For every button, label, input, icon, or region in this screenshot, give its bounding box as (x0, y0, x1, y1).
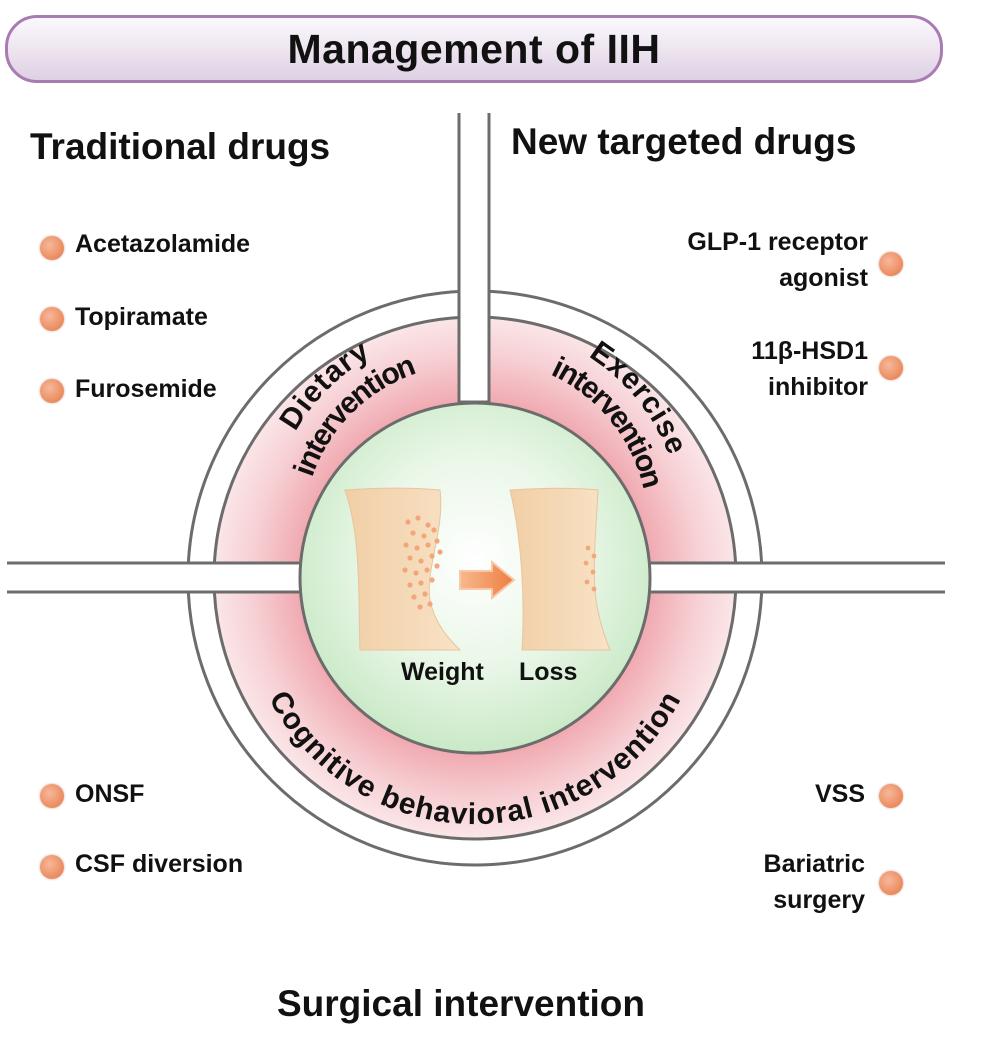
fat-dot (591, 586, 597, 592)
drug-11bhsd1-line2: inhibitor (768, 373, 868, 401)
fat-dot (424, 567, 430, 573)
drug-glp1-line2: agonist (779, 264, 868, 292)
fat-dot (437, 549, 443, 555)
fat-dot (413, 570, 419, 576)
fat-dot (590, 569, 596, 575)
weight-label: Weight (401, 658, 485, 686)
fat-dot (591, 553, 597, 559)
fat-dot (434, 538, 440, 544)
fat-dot (407, 555, 413, 561)
surgery-bariatric-line2: surgery (773, 886, 865, 914)
drug-topiramate: Topiramate (75, 303, 208, 331)
fat-dot (417, 604, 423, 610)
fat-dot (405, 519, 411, 525)
bullet-icon (40, 307, 64, 331)
bullet-icon (879, 784, 903, 808)
vertical-divider (457, 113, 491, 404)
torso-after-image (509, 487, 611, 651)
diagram-title: Management of IIH (287, 25, 661, 72)
bullet-icon (879, 871, 903, 895)
fat-dot (421, 533, 427, 539)
fat-dots-after (583, 545, 597, 592)
fat-dot (410, 530, 416, 536)
fat-dot (431, 527, 437, 533)
fat-dot (585, 545, 591, 551)
surgery-onsf: ONSF (75, 780, 145, 808)
fat-dots-before (402, 515, 443, 610)
title-banner: Management of IIH (5, 15, 943, 83)
fat-dot (411, 594, 417, 600)
drug-furosemide: Furosemide (75, 375, 217, 403)
bullet-icon (879, 252, 903, 276)
fat-dot (583, 560, 589, 566)
drug-11bhsd1-line1: 11β-HSD1 (751, 337, 868, 365)
fat-dot (422, 591, 428, 597)
torso-before-image (344, 487, 462, 651)
bullet-icon (879, 356, 903, 380)
fat-dot (418, 558, 424, 564)
fat-dot (429, 553, 435, 559)
fat-dot (415, 515, 421, 521)
surgery-bariatric-line1: Bariatric (763, 850, 865, 878)
fat-dot (407, 582, 413, 588)
fat-dot (434, 563, 440, 569)
fat-dot (403, 542, 409, 548)
bullet-icon (40, 855, 64, 879)
fat-dot (425, 522, 431, 528)
bullet-icon (40, 236, 64, 260)
fat-dot (584, 579, 590, 585)
arrow-icon (459, 559, 516, 601)
surgery-vss: VSS (814, 780, 865, 808)
fat-dot (427, 601, 433, 607)
fat-dot (402, 567, 408, 573)
bullet-icon (40, 784, 64, 808)
fat-dot (425, 542, 431, 548)
fat-dot (418, 580, 424, 586)
bullet-icon (40, 379, 64, 403)
fat-dot (414, 545, 420, 551)
traditional-drugs-title: Traditional drugs (30, 126, 331, 167)
new-targeted-drugs-title: New targeted drugs (511, 121, 857, 162)
surgical-intervention-title: Surgical intervention (277, 983, 646, 1024)
loss-label: Loss (519, 658, 577, 686)
fat-dot (429, 577, 435, 583)
drug-glp1-line1: GLP-1 receptor (687, 228, 868, 256)
drug-acetazolamide: Acetazolamide (75, 230, 251, 258)
surgery-csf-diversion: CSF diversion (75, 850, 244, 878)
